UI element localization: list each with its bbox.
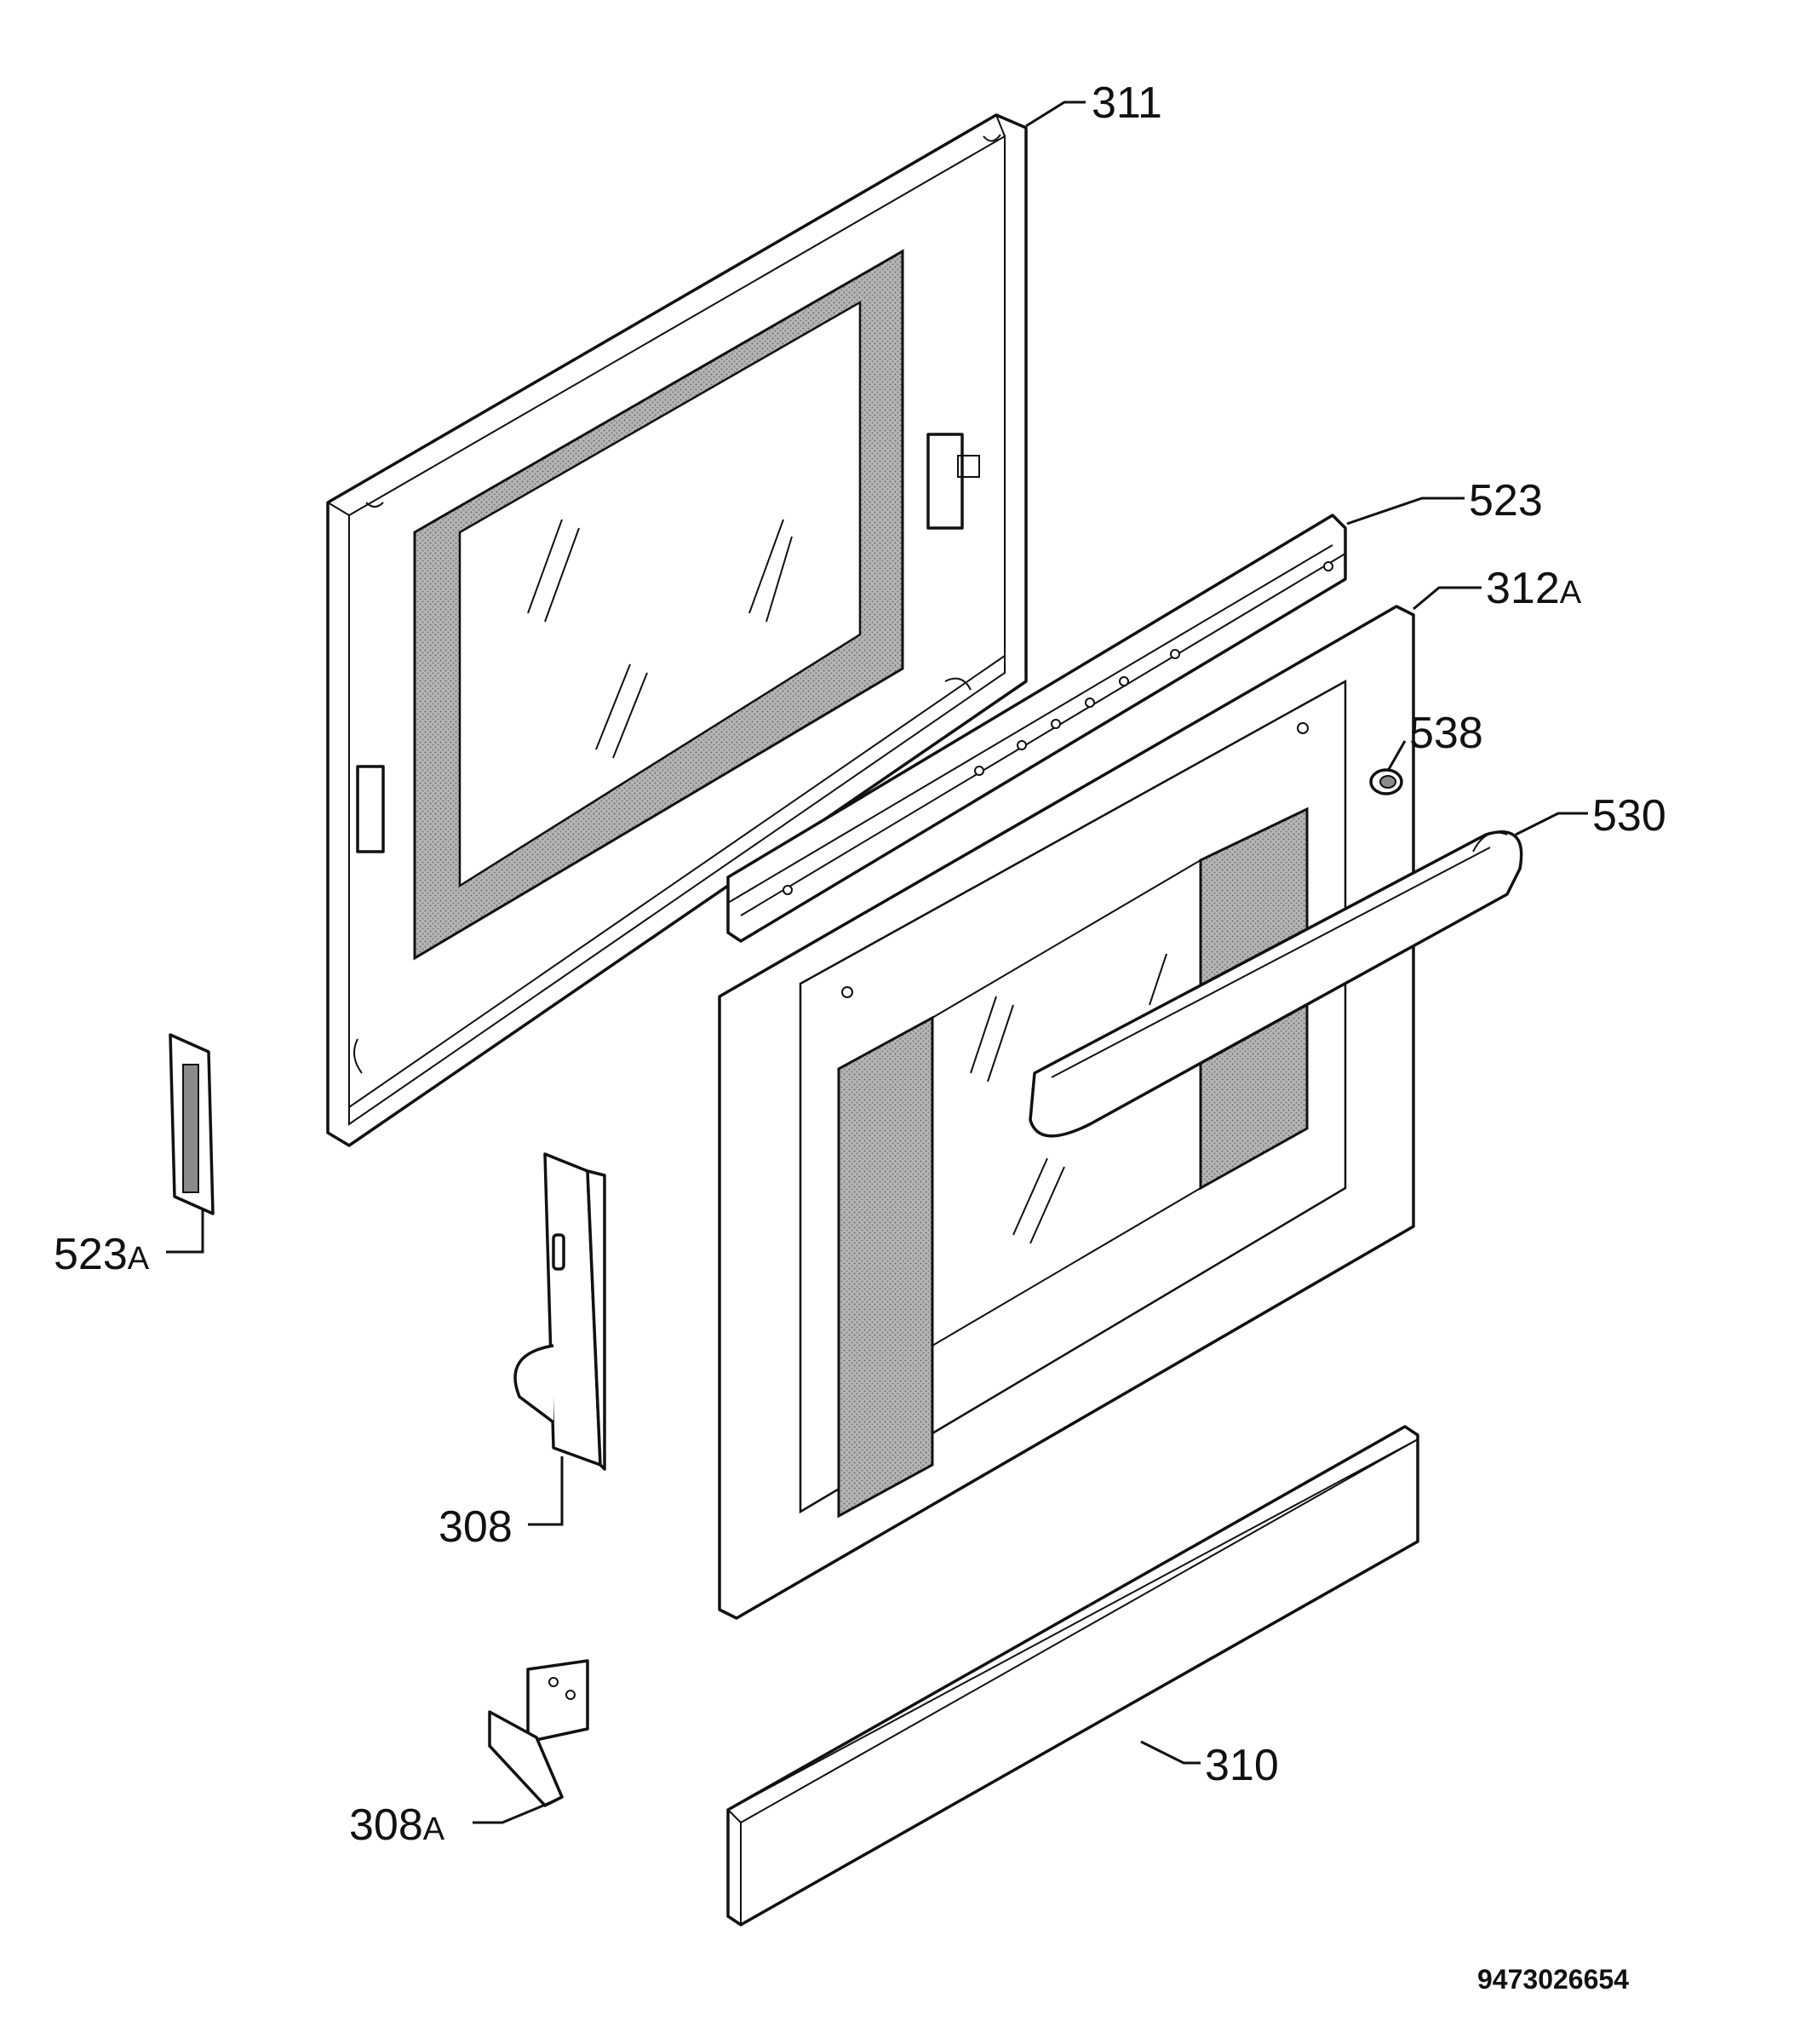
callout-310: 310 xyxy=(1205,1741,1279,1790)
callout-523a: 523A xyxy=(54,1230,150,1279)
callout-308a: 308A xyxy=(349,1800,445,1850)
callout-labels: 311 523 312A 538 530 523A 308 310 308A 9… xyxy=(54,78,1666,1995)
callout-311: 311 xyxy=(1092,78,1162,128)
callout-530: 530 xyxy=(1592,791,1666,841)
callout-523: 523 xyxy=(1469,476,1543,525)
part-538-knob xyxy=(1369,768,1403,795)
callout-538: 538 xyxy=(1409,709,1483,758)
callout-312a: 312A xyxy=(1486,564,1582,613)
part-530-handle xyxy=(1029,830,1523,1138)
part-311-inner-door xyxy=(326,113,1028,1147)
part-308a-hinge xyxy=(488,1659,589,1807)
part-310-bottom-panel xyxy=(726,1425,1419,1926)
callout-308: 308 xyxy=(439,1502,513,1552)
part-308-hinge xyxy=(513,1152,606,1471)
leader-lines xyxy=(166,100,1588,1824)
part-523a-bracket xyxy=(169,1033,215,1215)
drawing-code: 9473026654 xyxy=(1477,1964,1629,1995)
part-523-rail xyxy=(726,514,1347,943)
